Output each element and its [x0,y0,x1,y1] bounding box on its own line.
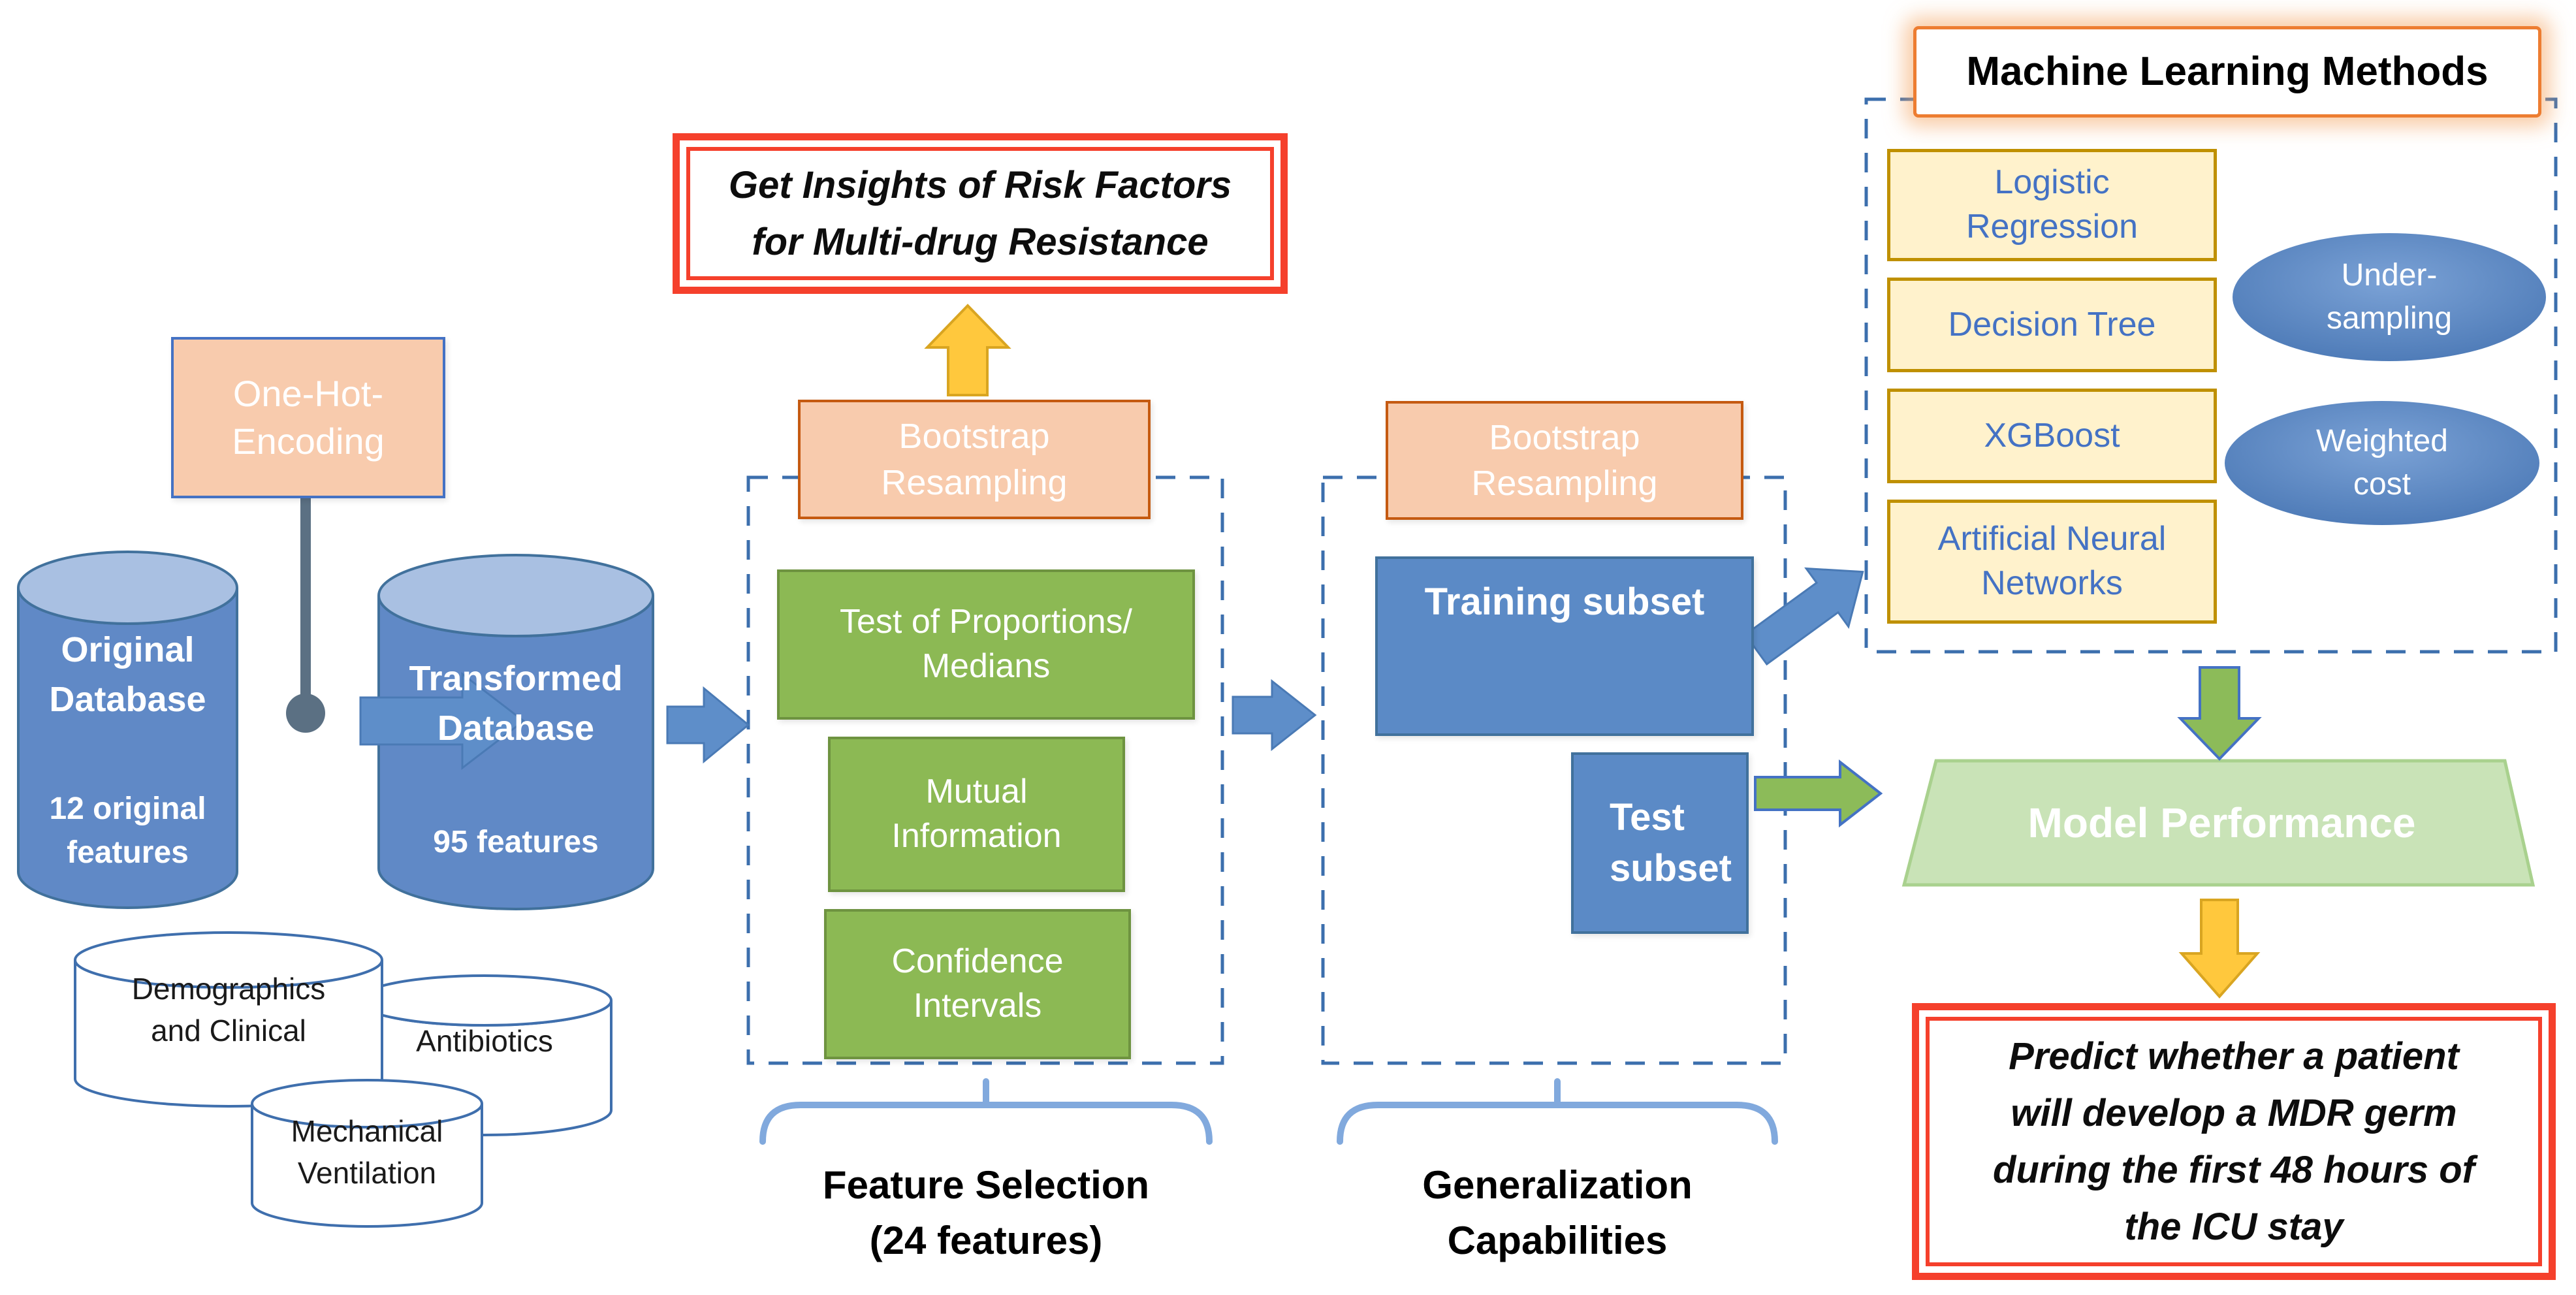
feature-selection-dashed-border [746,475,1224,1065]
original-db-name-1: Original [61,630,195,669]
insights-line-2: for Multi-drug Resistance [752,221,1209,263]
logistic-line-1: Logistic [1994,163,2110,202]
prediction-line-4: the ICU stay [2124,1206,2344,1248]
original-database-cylinder [17,551,238,909]
feature-selection-brace [759,1078,1213,1145]
transformed-db-name-1: Transformed [409,659,623,698]
generalization-brace [1337,1078,1778,1145]
transformed-database-detail: 95 features [379,824,653,860]
antibiotics-line-1: Antibiotics [416,1024,553,1058]
weighted-cost-label: Weighted cost [2225,402,2539,524]
generalization-dashed-border [1321,475,1787,1065]
ann-line-1: Artificial Neural [1937,520,2167,558]
mechanical-ventilation-cylinder [251,1079,483,1228]
xgboost-box: XGBoost [1887,389,2217,483]
decision-tree-box: Decision Tree [1887,278,2217,372]
decision-tree-line-1: Decision Tree [1948,305,2156,344]
one-hot-connector-dot [286,694,325,733]
bootstrap-resampling-box-2: Bootstrap Resampling [1386,401,1743,520]
confidence-intervals-box: Confidence Intervals [824,909,1131,1059]
feature-selection-label: Feature Selection (24 features) [725,1157,1247,1268]
prediction-line-3: during the first 48 hours of [1993,1149,2475,1191]
feature-selection-line-1: Feature Selection [822,1163,1150,1207]
under-sampling-ellipse [2233,233,2546,361]
test-subset-line-1: Test [1610,795,1685,839]
transformed-db-name-2: Database [437,708,595,748]
generalization-label: Generalization Capabilities [1296,1157,1819,1268]
generalization-line-1: Generalization [1422,1163,1693,1207]
logistic-regression-box: Logistic Regression [1887,149,2217,261]
prediction-line-1: Predict whether a patient [2009,1035,2459,1078]
generalization-line-2: Capabilities [1447,1219,1668,1263]
transformed-database-cylinder [377,554,654,910]
antibiotics-label: Antibiotics [358,1020,611,1062]
mechanical-line-1: Mechanical [291,1114,443,1148]
bootstrap1-line-2: Resampling [881,462,1068,502]
original-db-detail-1: 12 original [49,791,206,826]
logistic-line-2: Regression [1965,208,2139,246]
training-subset-box: Training subset [1375,556,1754,736]
bootstrap1-line-1: Bootstrap [898,417,1050,456]
bootstrap2-line-1: Bootstrap [1489,417,1640,457]
one-hot-line-2: Encoding [232,420,385,462]
arrow-test-to-performance [1754,759,1883,828]
bootstrap2-line-2: Resampling [1471,464,1658,503]
ann-line-2: Networks [1981,564,2123,602]
mutual-line-2: Information [891,817,1062,855]
transformed-database-label: Transformed Database [379,654,653,753]
demographics-line-2: and Clinical [151,1014,306,1048]
original-database-detail: 12 original features [18,787,237,874]
arrow-original-to-transformed [359,671,526,771]
test-subset-line-2: subset [1610,847,1732,889]
prediction-line-2: will develop a MDR germ [2011,1092,2457,1134]
original-db-detail-2: features [67,835,189,871]
test-subset-box: Test subset [1571,752,1749,934]
insights-goal-box: Get Insights of Risk Factors for Multi-d… [673,133,1288,294]
mutual-information-box: Mutual Information [828,737,1125,892]
arrow-training-to-ml-methods [1743,567,1864,666]
confidence-line-2: Intervals [913,987,1042,1025]
xgboost-line-1: XGBoost [1984,416,2120,455]
proportions-line-2: Medians [921,647,1051,685]
ml-methods-title: Machine Learning Methods [1966,48,2489,94]
mechanical-line-2: Ventilation [297,1156,437,1191]
under-sampling-label: Under- sampling [2233,236,2546,358]
insights-line-1: Get Insights of Risk Factors [728,164,1232,206]
weighted-line-1: Weighted [2316,423,2448,458]
arrow-transformed-to-feature-selection [666,686,750,764]
ml-methods-title-box: Machine Learning Methods [1913,26,2541,118]
demographics-label: Demographics and Clinical [75,968,382,1052]
demographics-cylinder [74,931,383,1108]
undersampling-line-2: sampling [2326,301,2453,336]
model-performance-trapezoid [1901,759,2536,887]
one-hot-encoding-box: One-Hot- Encoding [171,337,445,498]
original-db-name-2: Database [49,679,206,719]
arrow-bootstrap-to-insights [924,304,1011,396]
model-performance-text: Model Performance [2027,799,2416,846]
mutual-line-1: Mutual [925,773,1028,811]
training-subset-label: Training subset [1424,581,1705,623]
bootstrap-resampling-box-1: Bootstrap Resampling [798,400,1151,519]
transformed-db-detail-1: 95 features [433,825,599,859]
demographics-line-1: Demographics [131,972,326,1006]
arrow-ml-to-performance [2177,666,2262,761]
weighted-line-2: cost [2353,467,2411,502]
prediction-goal-box: Predict whether a patient will develop a… [1912,1003,2556,1280]
arrow-feature-selection-to-generalization [1232,679,1317,752]
mechanical-ventilation-label: Mechanical Ventilation [252,1110,482,1194]
test-of-proportions-box: Test of Proportions/ Medians [777,569,1195,720]
undersampling-line-1: Under- [2341,257,2438,293]
weighted-cost-ellipse [2225,401,2539,525]
confidence-line-1: Confidence [891,942,1064,981]
one-hot-line-1: One-Hot- [232,372,384,414]
proportions-line-1: Test of Proportions/ [840,603,1132,641]
model-performance-label: Model Performance [1936,761,2507,885]
original-database-label: Original Database [18,626,237,724]
feature-selection-line-2: (24 features) [869,1219,1103,1263]
arrow-performance-to-prediction [2178,899,2261,999]
ann-box: Artificial Neural Networks [1887,500,2217,624]
